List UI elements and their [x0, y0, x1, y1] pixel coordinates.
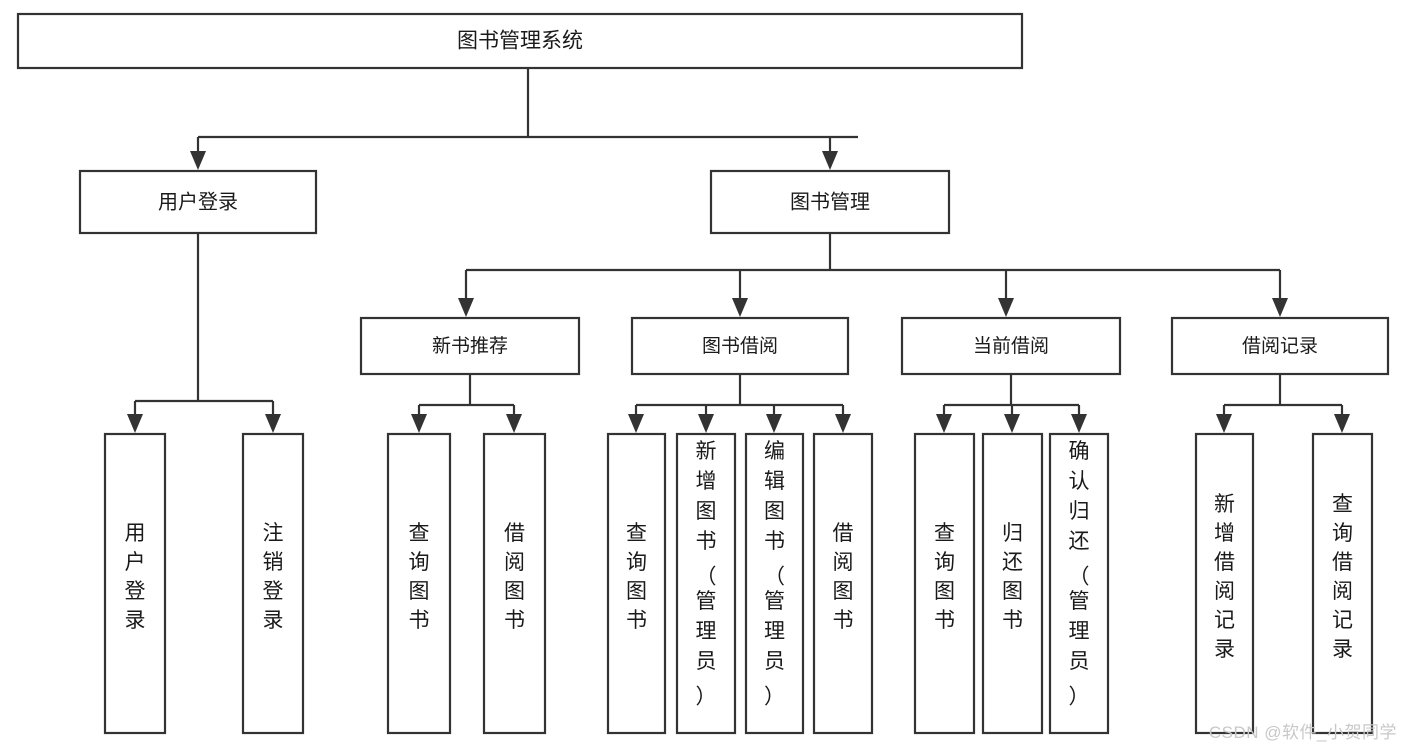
- leaf-edit-book-box[interactable]: [744, 432, 805, 735]
- node-current-borrow-box[interactable]: [900, 316, 1122, 376]
- arrow-head-icon: [1334, 414, 1350, 433]
- arrow-head-icon: [1272, 298, 1288, 317]
- node-current-borrow[interactable]: 当前借阅: [900, 316, 1122, 376]
- leaf-user-login-box[interactable]: [103, 432, 167, 735]
- leaf-user-login[interactable]: 用户登录: [103, 432, 167, 735]
- leaf-query-book-cb-box[interactable]: [913, 432, 976, 735]
- leaf-nodes-layer: 用户登录 注销登录 查询图书 借阅图书 查询图书 新增图书（管理员） 编辑图书（管理员） 借阅…: [103, 432, 1374, 735]
- leaf-return-book[interactable]: 归还图书: [981, 432, 1044, 735]
- arrow-head-icon: [1004, 414, 1020, 433]
- leaf-confirm-return[interactable]: 确认归还（管理员）: [1048, 432, 1110, 735]
- arrow-head-icon: [698, 414, 714, 433]
- leaf-return-book-label: 归还图书: [1002, 522, 1023, 632]
- leaf-query-book-cb[interactable]: 查询图书: [913, 432, 976, 735]
- leaf-borrow-book-bb[interactable]: 借阅图书: [812, 432, 874, 735]
- node-new-book-recommend[interactable]: 新书推荐: [359, 316, 581, 376]
- connector-newbook-to-leaves: [411, 374, 522, 433]
- node-book-manage-label: 图书管理: [790, 190, 870, 213]
- arrow-head-icon: [936, 414, 952, 433]
- node-root-box[interactable]: [16, 12, 1024, 70]
- leaf-borrow-book-nb-box[interactable]: [482, 432, 547, 735]
- arrow-head-icon: [835, 414, 851, 433]
- leaf-add-record[interactable]: 新增借阅记录: [1194, 432, 1255, 735]
- leaf-query-book-nb-label: 查询图书: [409, 522, 430, 632]
- node-root-label: 图书管理系统: [457, 30, 583, 53]
- node-book-manage[interactable]: 图书管理: [709, 169, 951, 235]
- arrow-head-icon: [732, 298, 748, 317]
- arrow-head-icon: [1216, 414, 1232, 433]
- node-borrow-record-label: 借阅记录: [1242, 335, 1318, 357]
- leaf-user-login-label: 用户登录: [125, 522, 146, 632]
- node-user-login-label: 用户登录: [158, 190, 238, 213]
- arrow-head-icon: [998, 298, 1014, 317]
- leaf-query-book-cb-label: 查询图书: [934, 522, 955, 632]
- arrow-head-icon: [822, 151, 838, 170]
- leaf-edit-book-label: 编辑图书（管理员）: [764, 440, 785, 709]
- node-current-borrow-label: 当前借阅: [973, 335, 1049, 357]
- arrow-head-icon: [628, 414, 644, 433]
- leaf-query-book-bb-box[interactable]: [606, 432, 667, 735]
- arrow-head-icon: [127, 414, 143, 433]
- node-user-login-box[interactable]: [78, 169, 318, 235]
- arrow-head-icon: [458, 298, 474, 317]
- leaf-query-record-box[interactable]: [1311, 432, 1374, 735]
- arrow-head-icon: [506, 414, 522, 433]
- arrow-head-icon: [190, 151, 206, 170]
- leaf-query-book-bb[interactable]: 查询图书: [606, 432, 667, 735]
- leaf-query-book-nb[interactable]: 查询图书: [386, 432, 452, 735]
- connector-bookborrow-to-leaves: [628, 374, 851, 433]
- connector-currentborrow-to-leaves: [936, 374, 1087, 433]
- leaf-logout-label: 注销登录: [263, 522, 284, 632]
- leaf-logout-box[interactable]: [241, 432, 305, 735]
- leaf-return-book-box[interactable]: [981, 432, 1044, 735]
- arrow-head-icon: [265, 414, 281, 433]
- leaf-query-record-label: 查询借阅记录: [1332, 493, 1353, 661]
- arrow-head-icon: [766, 414, 782, 433]
- node-user-login[interactable]: 用户登录: [78, 169, 318, 235]
- leaf-add-book[interactable]: 新增图书（管理员）: [675, 432, 737, 735]
- node-book-borrow-box[interactable]: [630, 316, 850, 376]
- leaf-add-record-label: 新增借阅记录: [1214, 493, 1235, 661]
- leaf-borrow-book-bb-label: 借阅图书: [833, 522, 854, 632]
- leaf-add-record-box[interactable]: [1194, 432, 1255, 735]
- node-borrow-record[interactable]: 借阅记录: [1170, 316, 1390, 376]
- leaf-edit-book[interactable]: 编辑图书（管理员）: [744, 432, 805, 735]
- node-book-borrow-label: 图书借阅: [702, 335, 778, 357]
- connector-root-to-level1: [190, 68, 858, 170]
- leaf-logout[interactable]: 注销登录: [241, 432, 305, 735]
- leaf-query-record[interactable]: 查询借阅记录: [1311, 432, 1374, 735]
- leaf-borrow-book-nb[interactable]: 借阅图书: [482, 432, 547, 735]
- node-book-borrow[interactable]: 图书借阅: [630, 316, 850, 376]
- node-new-book-recommend-label: 新书推荐: [432, 335, 508, 357]
- connector-bookmanage-to-level2: [458, 233, 1288, 317]
- node-root[interactable]: 图书管理系统: [16, 12, 1024, 70]
- leaf-query-book-nb-box[interactable]: [386, 432, 452, 735]
- arrow-head-icon: [1071, 414, 1087, 433]
- connector-userlogin-to-leaves: [127, 233, 281, 433]
- leaf-add-book-box[interactable]: [675, 432, 737, 735]
- node-borrow-record-box[interactable]: [1170, 316, 1390, 376]
- node-new-book-recommend-box[interactable]: [359, 316, 581, 376]
- leaf-add-book-label: 新增图书（管理员）: [696, 440, 717, 709]
- arrow-head-icon: [411, 414, 427, 433]
- leaf-confirm-return-box[interactable]: [1048, 432, 1110, 735]
- leaf-confirm-return-label: 确认归还（管理员）: [1069, 440, 1090, 709]
- connector-borrowrecord-to-leaves: [1216, 374, 1350, 433]
- node-book-manage-box[interactable]: [709, 169, 951, 235]
- leaf-borrow-book-bb-box[interactable]: [812, 432, 874, 735]
- leaf-borrow-book-nb-label: 借阅图书: [504, 522, 525, 632]
- leaf-query-book-bb-label: 查询图书: [626, 522, 647, 632]
